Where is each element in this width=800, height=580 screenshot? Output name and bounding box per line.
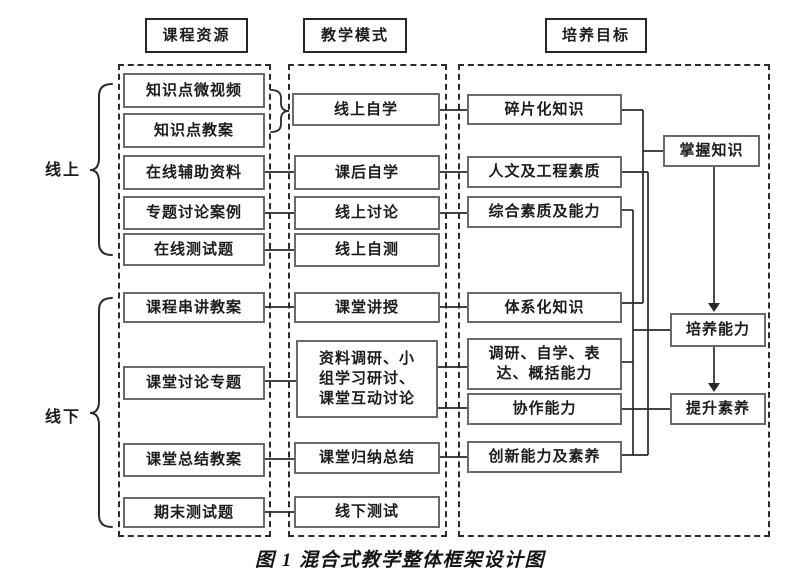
outcome-box-innovation: 创新能力及素养: [467, 441, 622, 473]
online-brace: [89, 83, 113, 256]
resource-box-lecture-plan: 课程串讲教案: [123, 292, 265, 323]
resource-box-online-aid: 在线辅助资料: [123, 155, 265, 190]
outcomes-dashed-frame: [458, 64, 770, 537]
pair-brace: [270, 89, 290, 133]
goal-box-develop-ability: 培养能力: [670, 313, 766, 347]
outcome-box-collaboration: 协作能力: [467, 393, 622, 425]
mode-box-research-discussion: 资料调研、小 组学习研讨、 课堂互动讨论: [296, 340, 438, 418]
row-label-offline: 线下: [44, 407, 81, 426]
header-training-goal: 培养目标: [545, 18, 647, 53]
resource-box-knowledge-plan: 知识点教案: [123, 113, 265, 148]
arrowhead-goal3: [708, 383, 720, 392]
row-label-online: 线上: [44, 160, 81, 179]
mode-box-offline-test: 线下测试: [294, 496, 440, 528]
figure-caption: 图 1 混合式教学整体框架设计图: [254, 550, 545, 571]
mode-box-afterclass-selfstudy: 课后自学: [294, 155, 440, 190]
outcome-box-comprehensive-ability: 综合素质及能力: [467, 196, 622, 228]
resource-box-final-test: 期末测试题: [123, 497, 265, 528]
resource-box-summary-plan: 课堂总结教案: [123, 443, 265, 477]
outcome-box-systematic-knowledge: 体系化知识: [467, 292, 622, 323]
header-course-resources: 课程资源: [145, 18, 248, 53]
resource-box-class-topic: 课堂讨论专题: [123, 366, 265, 400]
modes-dashed-frame: [288, 64, 447, 537]
outcome-box-research-expression: 调研、自学、表 达、概括能力: [467, 338, 622, 390]
goal-box-master-knowledge: 掌握知识: [663, 135, 760, 167]
mode-box-online-discussion: 线上讨论: [294, 196, 440, 230]
offline-brace: [89, 297, 113, 528]
mode-box-online-selftest: 线上自测: [294, 233, 440, 267]
resource-box-topic-case: 专题讨论案例: [123, 196, 265, 230]
mode-box-class-summary: 课堂归纳总结: [294, 442, 440, 474]
resources-dashed-frame: [118, 64, 271, 537]
resource-box-online-test: 在线测试题: [123, 233, 265, 266]
goal-box-improve-quality: 提升素养: [670, 393, 766, 425]
header-teaching-mode: 教学模式: [303, 18, 407, 53]
resource-box-knowledge-video: 知识点微视频: [123, 73, 265, 108]
outcome-box-fragmented-knowledge: 碎片化知识: [467, 94, 622, 125]
arrowhead-goal2: [708, 303, 720, 312]
outcome-box-humanities-engineering: 人文及工程素质: [467, 156, 622, 188]
mode-box-classroom-lecture: 课堂讲授: [294, 292, 440, 323]
mode-box-online-selfstudy: 线上自学: [292, 93, 440, 126]
